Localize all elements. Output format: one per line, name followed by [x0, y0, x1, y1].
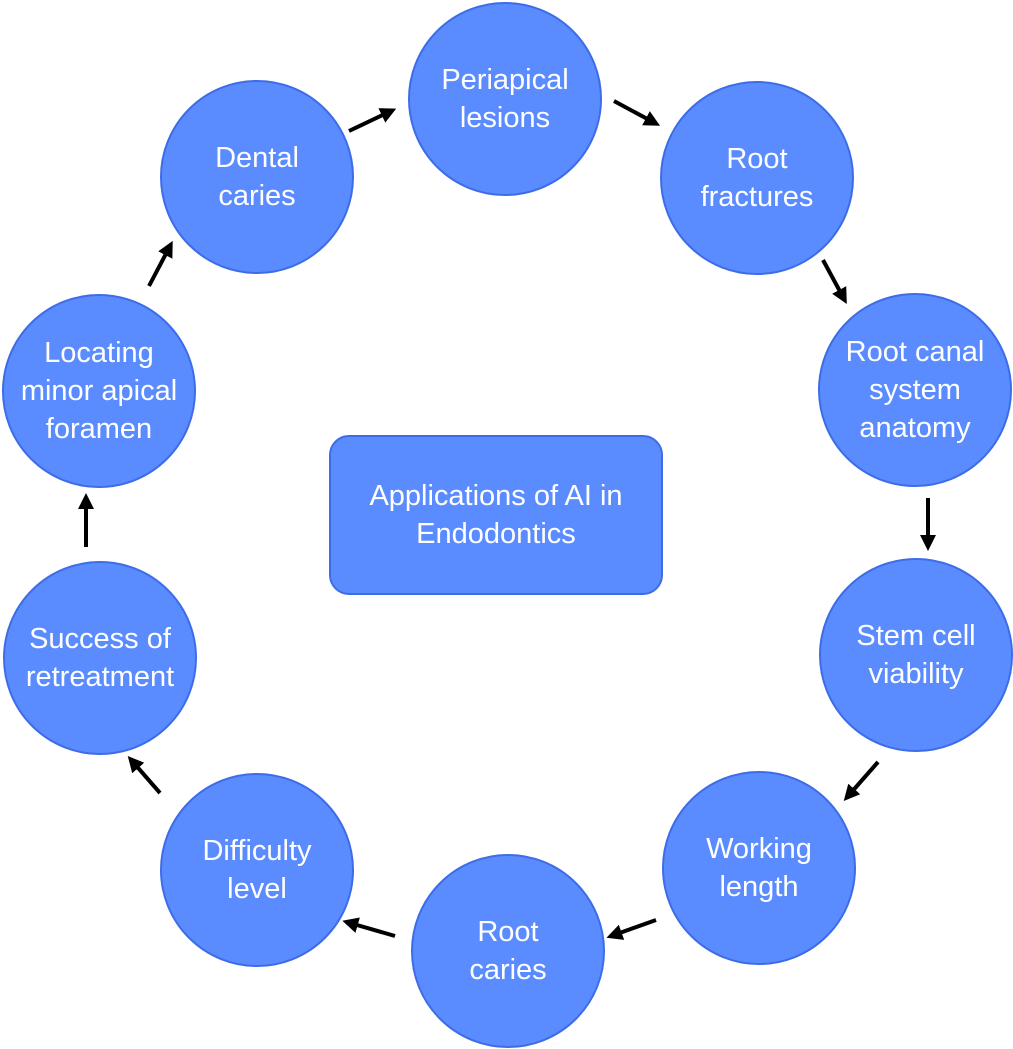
node-root-canal-system-anatomy: Root canal system anatomy — [818, 293, 1012, 487]
node-locating-minor-apical-foramen: Locating minor apical foramen — [2, 294, 196, 488]
arrow-stem-cell-to-working-length — [843, 760, 880, 802]
node-difficulty-level: Difficulty level — [160, 773, 354, 967]
node-stem-cell-viability: Stem cell viability — [819, 558, 1013, 752]
arrow-periapical-to-root-fractures — [613, 99, 661, 126]
center-topic-box: Applications of AI in Endodontics — [329, 435, 663, 595]
node-root-caries: Root caries — [411, 854, 605, 1048]
node-periapical-lesions: Periapical lesions — [408, 2, 602, 196]
node-success-of-retreatment: Success of retreatment — [3, 561, 197, 755]
node-dental-caries: Dental caries — [160, 80, 354, 274]
node-working-length: Working length — [662, 771, 856, 965]
arrow-apical-foramen-to-dental-caries — [147, 240, 173, 287]
arrow-difficulty-to-retreatment — [127, 755, 162, 795]
arrow-dental-caries-to-periapical — [348, 108, 397, 133]
arrow-working-length-to-root-caries — [606, 918, 657, 940]
node-root-fractures: Root fractures — [660, 81, 854, 275]
arrow-root-fractures-to-canal-anatomy — [821, 259, 847, 305]
arrow-root-caries-to-difficulty — [342, 917, 396, 938]
